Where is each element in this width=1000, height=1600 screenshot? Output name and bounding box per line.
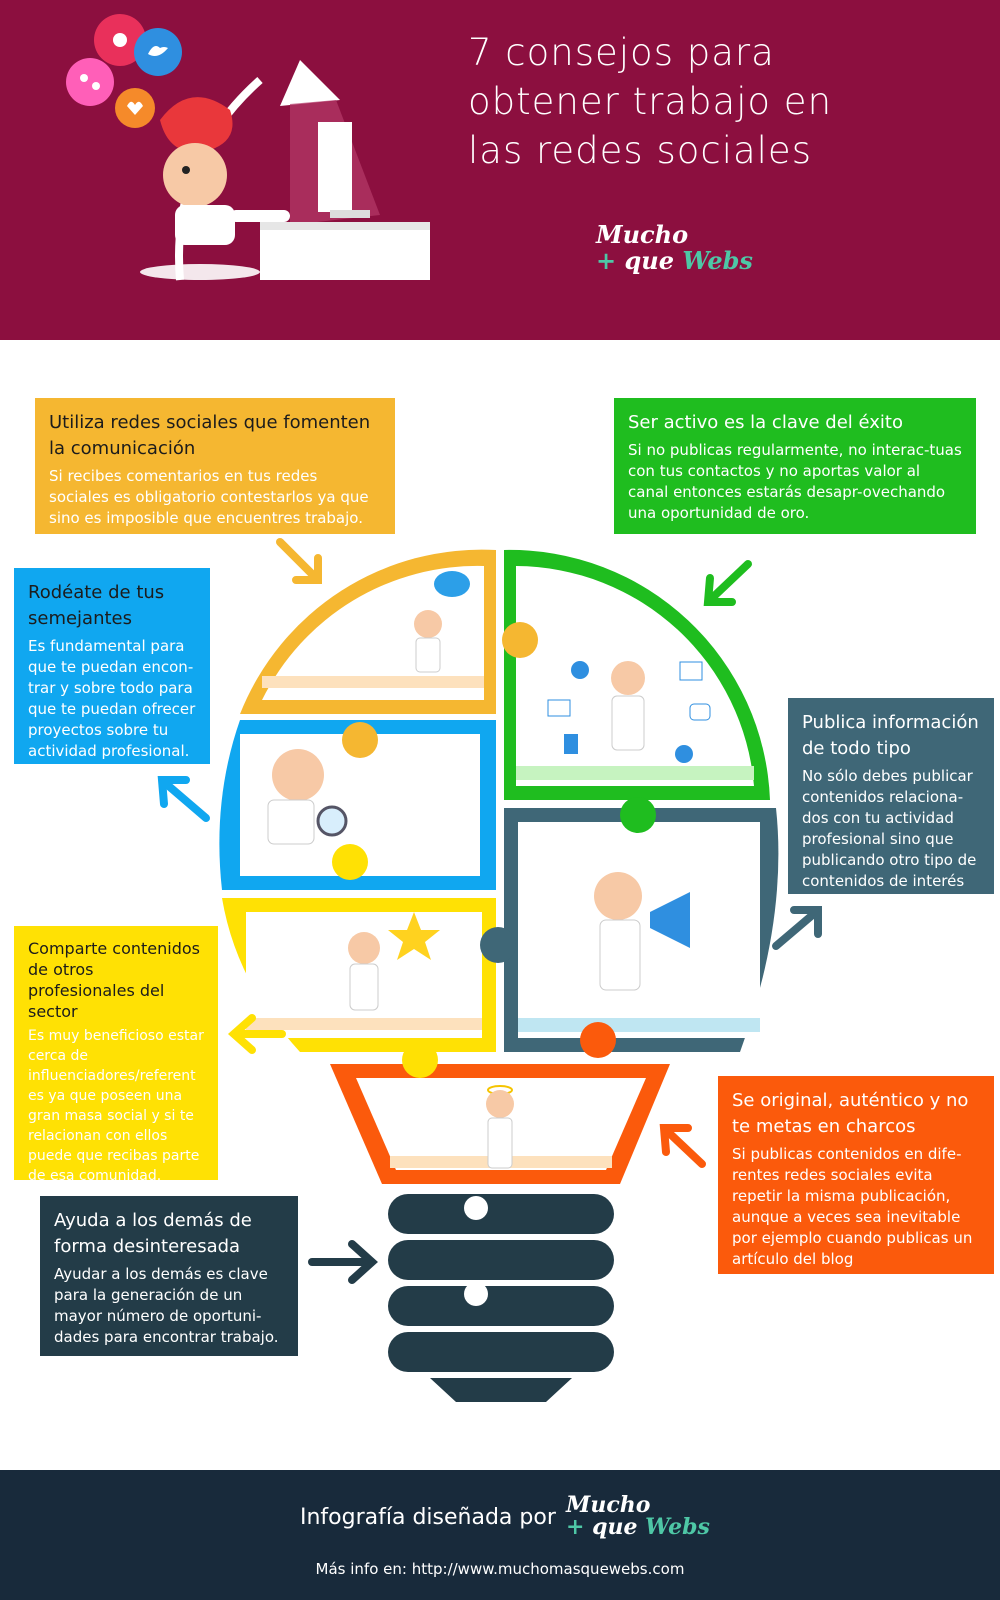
logo-word-que: que xyxy=(624,246,674,275)
tip-body: Si no publicas regularmente, no interac-… xyxy=(628,441,962,522)
tip-body: No sólo debes publicar contenidos relaci… xyxy=(802,767,977,890)
arrow-blue xyxy=(157,776,210,822)
logo-plus: + xyxy=(566,1514,585,1540)
tip-card-2: Ser activo es la clave del éxito Si no p… xyxy=(614,398,976,534)
tip-title: Ayuda a los demás de forma desinteresada xyxy=(54,1210,252,1257)
tip-body: Ayudar a los demás es clave para la gene… xyxy=(54,1265,279,1346)
tip-title: Rodéate de tus semejantes xyxy=(28,582,165,629)
header-logo: Mucho + que Webs xyxy=(596,222,753,274)
arrow-green xyxy=(703,560,752,606)
logo-word-webs: Webs xyxy=(645,1514,710,1540)
tip-body: Es fundamental para que te puedan encon-… xyxy=(28,637,196,760)
logo-word-webs: Webs xyxy=(682,246,753,275)
email-icon xyxy=(547,699,571,717)
arrow-orange xyxy=(276,538,322,584)
footer: Infografía diseñada por Mucho + que Webs… xyxy=(0,1470,1000,1600)
logo-word-mucho: Mucho xyxy=(596,220,689,249)
footer-credit: Infografía diseñada por xyxy=(300,1505,556,1530)
pie-chart-icon xyxy=(675,745,693,763)
logo-word-que: que xyxy=(592,1514,638,1540)
bulb-base-ring-2 xyxy=(388,1240,614,1280)
tip-title: Comparte contenidos de otros profesional… xyxy=(28,939,200,1021)
calculator-icon xyxy=(564,734,578,754)
character-megaphone xyxy=(594,872,690,991)
tip-card-3: Rodéate de tus semejantes Es fundamental… xyxy=(14,568,210,764)
title-line-1: 7 consejos para xyxy=(468,31,775,74)
tip-body: Si publicas contenidos en dife-rentes re… xyxy=(732,1145,973,1268)
tip-card-6: Se original, auténtico y no te metas en … xyxy=(718,1076,994,1274)
character-star xyxy=(348,912,440,1011)
arrow-slate xyxy=(772,906,822,950)
logo-word-mucho: Mucho xyxy=(566,1492,651,1518)
social-bubble-network-icon xyxy=(66,58,114,106)
bulb-puzzle-illustration xyxy=(157,538,822,1402)
tip-card-5: Comparte contenidos de otros profesional… xyxy=(14,926,218,1184)
footer-info-link[interactable]: Más info en: http://www.muchomasquewebs.… xyxy=(315,1560,685,1578)
tip-title: Se original, auténtico y no te metas en … xyxy=(732,1090,969,1137)
footer-logo: Mucho + que Webs xyxy=(566,1494,710,1538)
lamp-shade xyxy=(280,60,340,106)
person-body xyxy=(175,205,235,245)
bulb-base-ring-4 xyxy=(388,1332,614,1372)
page-title: 7 consejos para obtener trabajo en las r… xyxy=(468,28,908,175)
document-icon xyxy=(679,661,703,681)
title-line-3: las redes sociales xyxy=(468,129,812,172)
globe-icon xyxy=(571,661,589,679)
desk xyxy=(260,222,430,280)
character-multitasking xyxy=(547,661,711,763)
megaphone-icon xyxy=(650,892,690,948)
title-line-2: obtener trabajo en xyxy=(468,80,833,123)
character-angel xyxy=(486,1085,514,1169)
tip-card-4: Publica información de todo tipo No sólo… xyxy=(788,698,994,894)
arrow-yellow xyxy=(227,1014,286,1054)
magnifier-icon xyxy=(316,805,348,837)
tip-card-7: Ayuda a los demás de forma desinteresada… xyxy=(40,1196,298,1356)
header-banner: 7 consejos para obtener trabajo en las r… xyxy=(0,0,1000,340)
logo-plus: + xyxy=(596,246,617,275)
bulb-base-tip xyxy=(430,1378,572,1402)
tip-body: Es muy beneficioso estar cerca de influe… xyxy=(28,1028,204,1184)
person-head xyxy=(163,143,227,207)
bulb-base-ring-1 xyxy=(388,1194,614,1234)
tip-title: Ser activo es la clave del éxito xyxy=(628,412,904,433)
illustration-desk-worker xyxy=(66,14,430,281)
monitor xyxy=(318,122,352,212)
tip-card-1: Utiliza redes sociales que fomenten la c… xyxy=(35,398,395,534)
tip-title: Utiliza redes sociales que fomenten la c… xyxy=(49,412,371,459)
character-magnifier xyxy=(267,749,348,845)
star-icon xyxy=(388,912,440,960)
chat-icon xyxy=(689,703,711,721)
character-thinking xyxy=(414,571,470,673)
arrow-dark xyxy=(308,1240,378,1284)
tip-title: Publica información de todo tipo xyxy=(802,712,979,759)
tip-body: Si recibes comentarios en tus redes soci… xyxy=(49,467,369,527)
arrow-redorange xyxy=(659,1124,706,1168)
bulb-base-ring-3 xyxy=(388,1286,614,1326)
